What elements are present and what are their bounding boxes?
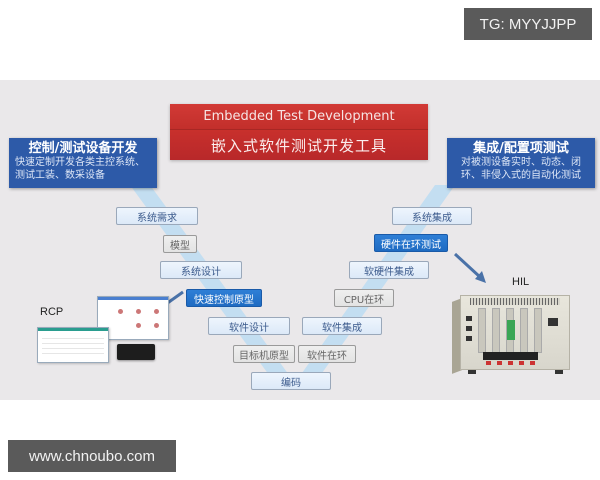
card-description: 快速定制开发各类主控系统、测试工装、数采设备: [15, 157, 145, 181]
watermark-bottom: www.chnoubo.com: [8, 440, 176, 472]
title-banner: Embedded Test Development 嵌入式软件测试开发工具: [170, 104, 428, 160]
rcp-software-window-back: [97, 296, 169, 340]
hil-port: [466, 336, 472, 341]
step-model: 模型: [163, 235, 197, 253]
step-software-in-loop: 软件在环: [298, 345, 356, 363]
hil-slot: [534, 308, 542, 353]
title-english: Embedded Test Development: [170, 104, 428, 130]
step-software-design: 软件设计: [208, 317, 290, 335]
hil-port: [466, 316, 472, 321]
hil-power-socket: [548, 318, 558, 326]
step-software-integration: 软件集成: [302, 317, 382, 335]
hil-green-connector: [507, 320, 515, 340]
hil-foot: [468, 370, 476, 374]
step-hardware-in-loop-test: 硬件在环测试: [374, 234, 448, 252]
hil-label: HIL: [512, 276, 530, 288]
card-title: 控制/测试设备开发: [28, 141, 138, 156]
card-title: 集成/配置项测试: [473, 141, 569, 156]
hil-vent: [470, 298, 560, 305]
step-system-integration: 系统集成: [392, 207, 472, 225]
step-target-prototype: 目标机原型: [233, 345, 295, 363]
step-rapid-control-prototype: 快速控制原型: [186, 289, 262, 307]
rcp-label: RCP: [40, 306, 64, 318]
card-control-test-dev: 控制/测试设备开发 快速定制开发各类主控系统、测试工装、数采设备: [9, 138, 157, 188]
step-system-design: 系统设计: [160, 261, 242, 279]
step-coding: 编码: [251, 372, 331, 390]
card-integration-test: 集成/配置项测试 对被测设备实时、动态、闭环、非侵入式的自动化测试: [447, 138, 595, 188]
hil-slot: [520, 308, 528, 353]
hil-slot: [478, 308, 486, 353]
step-hw-sw-integration: 软硬件集成: [349, 261, 429, 279]
hil-slot: [492, 308, 500, 353]
hil-foot: [555, 370, 563, 374]
diagram-panel: Embedded Test Development 嵌入式软件测试开发工具 控制…: [0, 80, 600, 400]
step-cpu-in-loop: CPU在环: [334, 289, 394, 307]
watermark-top: TG: MYYJJPP: [464, 8, 592, 40]
rcp-software-window-front: [37, 327, 109, 363]
title-chinese: 嵌入式软件测试开发工具: [170, 130, 428, 160]
card-description: 对被测设备实时、动态、闭环、非侵入式的自动化测试: [461, 157, 581, 181]
step-system-requirements: 系统需求: [116, 207, 198, 225]
hil-terminal-strip: [483, 352, 538, 365]
arrow-to-hil-icon: [453, 252, 486, 283]
rcp-controller-box: [117, 344, 155, 360]
hil-port: [466, 326, 472, 331]
